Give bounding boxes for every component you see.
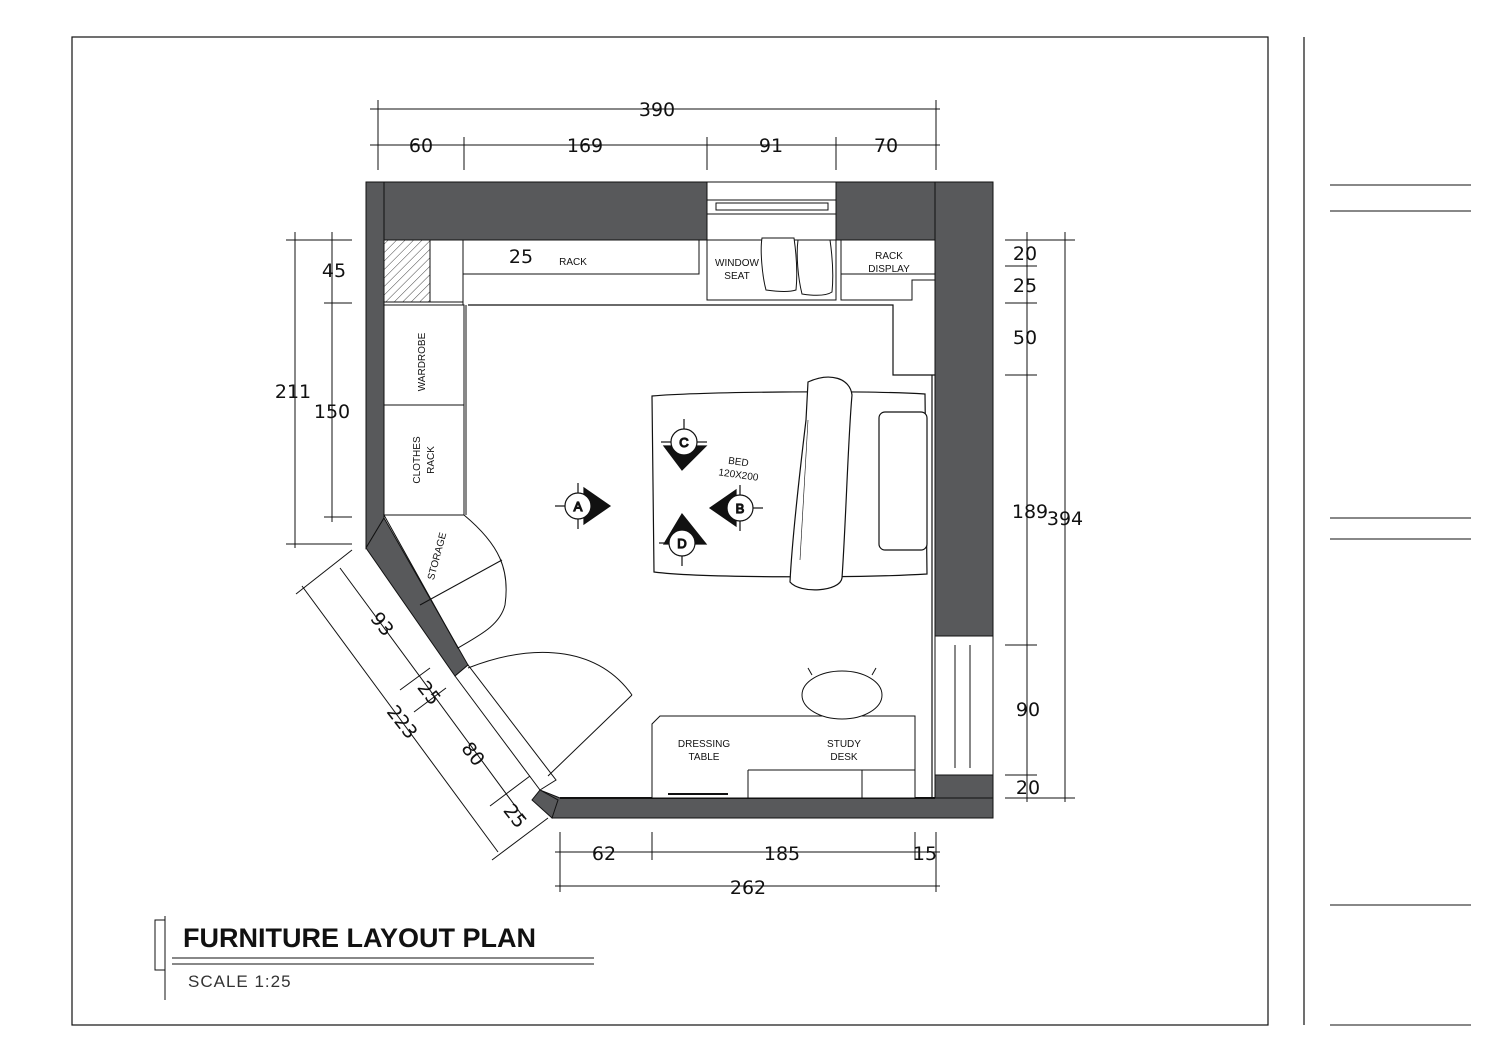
column-right xyxy=(429,239,464,303)
label-wardrobe: WARDROBE xyxy=(417,332,428,391)
title-marker xyxy=(154,919,166,971)
dim-right-2: 25 xyxy=(1013,275,1037,297)
window-right xyxy=(934,635,994,776)
svg-text:B: B xyxy=(736,501,745,516)
dim-rack-depth: 25 xyxy=(509,246,533,268)
view-marker-c: C xyxy=(661,419,708,471)
svg-text:D: D xyxy=(677,536,686,551)
left-storage xyxy=(383,304,507,649)
dim-diagonal-total: 223 xyxy=(382,701,422,743)
title-block-lines xyxy=(1330,184,1471,1026)
label-bed-1: BED xyxy=(727,456,749,470)
label-window-seat-2: SEAT xyxy=(724,271,749,282)
dim-right-5: 90 xyxy=(1016,699,1040,721)
dim-top-3: 91 xyxy=(759,135,783,157)
label-study-desk-2: DESK xyxy=(830,752,858,763)
dim-bottom-total: 262 xyxy=(730,877,766,899)
sheet-frame xyxy=(71,36,1305,1026)
wall-diagonal-lower xyxy=(531,789,559,819)
dim-bottom-3: 15 xyxy=(913,843,937,865)
label-rack: RACK xyxy=(559,257,587,268)
rack-display xyxy=(840,239,936,301)
wall-right xyxy=(934,181,994,637)
rack-top xyxy=(462,239,700,305)
label-clothes-rack-2: RACK xyxy=(426,446,437,474)
dim-diagonal-3: 80 xyxy=(457,738,489,771)
dim-top-2: 169 xyxy=(567,135,603,157)
dim-right-1: 20 xyxy=(1013,243,1037,265)
drawing-scale: SCALE 1:25 xyxy=(188,972,292,991)
door xyxy=(454,651,633,791)
dim-top-4: 70 xyxy=(874,135,898,157)
label-storage: STORAGE xyxy=(426,531,449,581)
window-top xyxy=(706,181,837,241)
wall-left xyxy=(365,181,385,550)
dim-bottom-1: 62 xyxy=(592,843,616,865)
wall-top-left xyxy=(365,181,708,241)
dim-diagonal-1: 93 xyxy=(366,608,398,641)
stool xyxy=(801,670,883,720)
bed xyxy=(651,376,928,591)
dimension-text: 390 60 169 91 70 211 45 150 25 20 25 50 … xyxy=(275,99,1083,899)
label-window-seat-1: WINDOW xyxy=(715,258,759,269)
label-dressing-table-1: DRESSING xyxy=(678,739,730,750)
dim-right-total: 394 xyxy=(1047,508,1083,530)
dim-right-6: 20 xyxy=(1016,777,1040,799)
dim-right-3: 50 xyxy=(1013,327,1037,349)
label-study-desk-1: STUDY xyxy=(827,739,861,750)
label-rack-display-2: DISPLAY xyxy=(868,264,910,275)
dim-bottom-2: 185 xyxy=(764,843,800,865)
label-clothes-rack-1: CLOTHES xyxy=(412,436,423,484)
window-seat xyxy=(706,237,837,301)
view-marker-b: B xyxy=(708,485,763,531)
dim-left-total: 211 xyxy=(275,381,311,403)
view-marker-d: D xyxy=(659,512,708,566)
view-marker-a: A xyxy=(555,483,612,529)
desk-counter xyxy=(651,667,916,799)
svg-text:C: C xyxy=(679,435,688,450)
label-dressing-table-2: TABLE xyxy=(689,752,720,763)
dimension-lines xyxy=(286,100,1075,892)
wall-diagonal xyxy=(365,517,469,677)
dim-left-1: 45 xyxy=(322,260,346,282)
drawing-title-block: FURNITURE LAYOUT PLAN SCALE 1:25 xyxy=(154,916,594,1000)
label-rack-display-1: RACK xyxy=(875,251,903,262)
dim-right-4: 189 xyxy=(1012,501,1048,523)
dim-diagonal-4: 25 xyxy=(499,800,531,833)
drawing-title: FURNITURE LAYOUT PLAN xyxy=(183,923,536,953)
dim-top-total: 390 xyxy=(639,99,675,121)
hatched-column xyxy=(383,239,431,303)
svg-text:A: A xyxy=(574,499,583,514)
dim-left-2: 150 xyxy=(314,401,350,423)
dim-top-1: 60 xyxy=(409,135,433,157)
